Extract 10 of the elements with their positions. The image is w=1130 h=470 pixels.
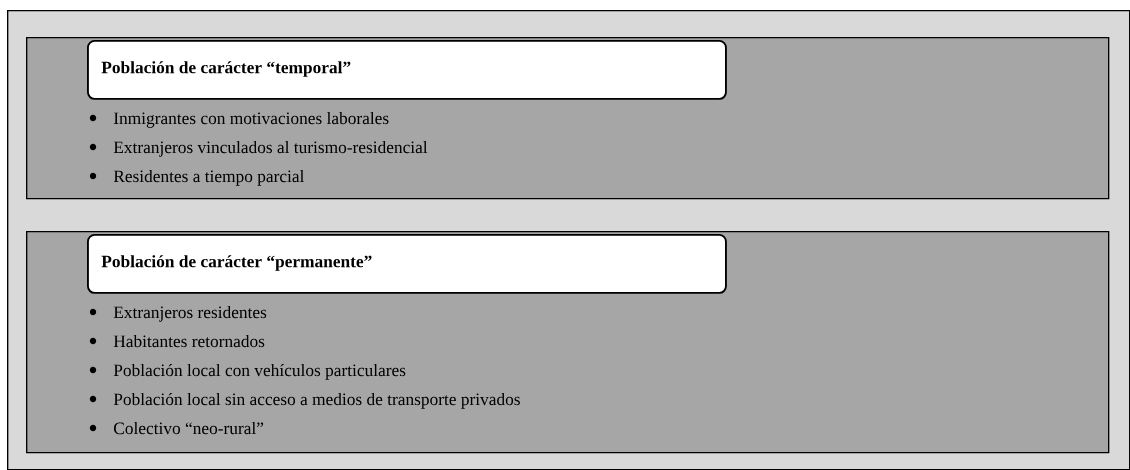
bullet-item: Colectivo “neo-rural” — [89, 421, 264, 435]
heading-box: Población de carácter “permanente” — [87, 234, 727, 294]
bullet-item: Inmigrantes con motivaciones laborales — [89, 111, 389, 128]
bullet-item: Extranjeros vinculados al turismo-residencial — [89, 140, 428, 157]
bullet-item: Residentes a tiempo parcial — [89, 169, 305, 186]
bullet-item: Habitantes retornados — [89, 334, 265, 348]
heading-box: Población de carácter “temporal” — [87, 40, 727, 100]
bullet-item: Extranjeros residentes — [89, 305, 267, 322]
bullet-item: Población local con vehículos particulares — [89, 363, 406, 380]
bullet-item: Población local sin acceso a medios de transporte privados — [89, 392, 520, 409]
